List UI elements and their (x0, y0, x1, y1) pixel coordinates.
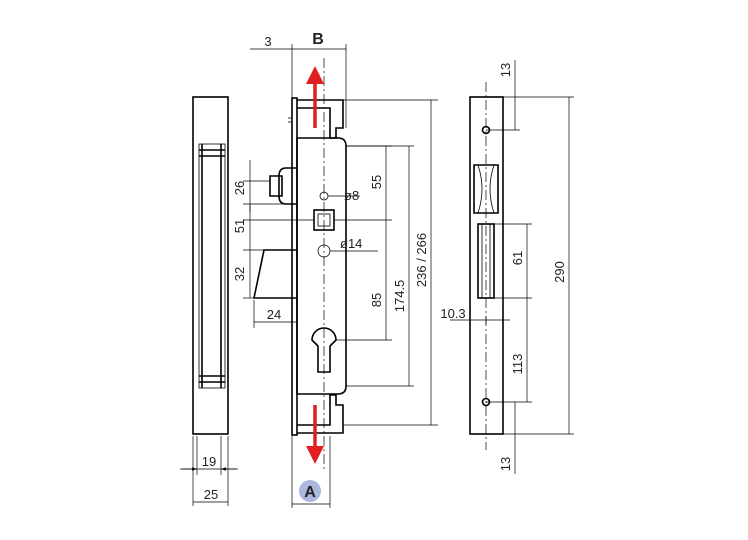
dim-290-label: 290 (552, 261, 567, 283)
dim-32-label: 32 (232, 267, 247, 281)
dimension-26: 26 (232, 160, 297, 212)
dim-174-5-label: 174.5 (392, 280, 407, 313)
dim-13-bottom-label: 13 (498, 457, 513, 471)
dimension-85: 85 (336, 220, 392, 341)
dim-51-label: 51 (232, 219, 247, 233)
dim-14-label: ø14 (340, 236, 362, 251)
dim-61-label: 61 (510, 251, 525, 265)
view-label-b: B 3 (250, 31, 347, 128)
front-view-lock (253, 58, 347, 470)
dim-236-266-label: 236 / 266 (414, 233, 429, 287)
dimension-8-dia: ø8 (328, 188, 360, 203)
dimension-25: 25 (192, 436, 229, 506)
dim-10-3-label: 10.3 (440, 306, 465, 321)
dimension-113: 113 (486, 298, 532, 403)
bolt-up-arrow (306, 66, 324, 128)
dimension-55: 55 (334, 145, 392, 221)
dimension-236-266: 236 / 266 (343, 99, 438, 426)
dimension-10-3: 10.3 (440, 306, 510, 324)
view-label-a: A (291, 436, 331, 508)
view-b-label: B (312, 31, 324, 48)
faceplate-front-view (469, 82, 504, 450)
view-a-badge (299, 480, 321, 502)
bolt-down-arrow (306, 405, 324, 464)
dim-113-label: 113 (510, 354, 525, 375)
dimension-32: 32 (232, 249, 264, 299)
dim-8-label: ø8 (344, 188, 359, 203)
dimension-14-dia: ø14 (330, 236, 378, 252)
dimension-174-5: 174.5 (346, 145, 414, 387)
dimension-61: 61 (494, 223, 532, 299)
view-a-label: A (304, 484, 316, 501)
dim-3-label: 3 (264, 34, 271, 49)
dim-25-label: 25 (204, 487, 218, 502)
dim-24-label: 24 (267, 307, 281, 322)
dimension-13-top: 13 (486, 60, 574, 131)
dim-55-label: 55 (369, 175, 384, 189)
dim-26-label: 26 (232, 181, 247, 195)
dim-85-label: 85 (369, 293, 384, 307)
dimension-13-bottom: 13 (498, 402, 516, 474)
dimension-19: 19 (180, 436, 238, 475)
dimension-51: 51 (232, 204, 314, 250)
dimension-24: 24 (253, 300, 297, 328)
dim-13-top-label: 13 (498, 63, 513, 77)
side-view-faceplate (192, 96, 229, 435)
dim-19-label: 19 (202, 454, 216, 469)
